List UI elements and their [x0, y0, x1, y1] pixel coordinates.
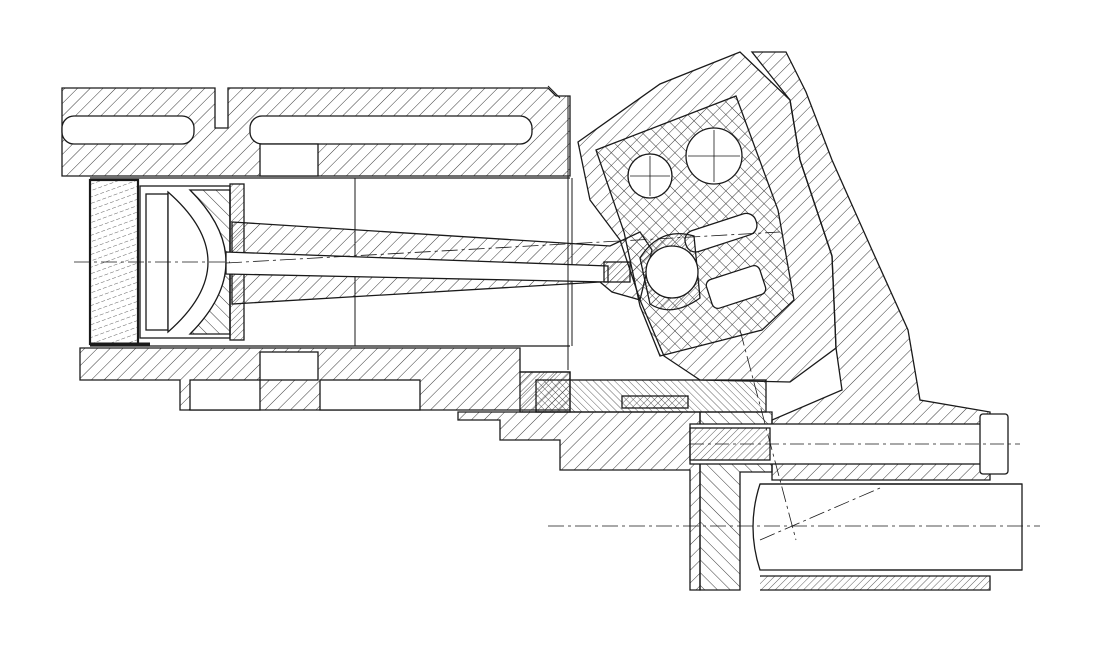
- bolt: [689, 413, 1020, 475]
- drive-shaft: [752, 483, 1023, 591]
- centerlines: [74, 231, 1040, 541]
- outer-casing-right: [750, 51, 991, 481]
- cylinder-housing-lower: [79, 347, 571, 411]
- bearing-housing: [577, 51, 837, 383]
- rod-axis: [225, 231, 781, 264]
- cylinder-housing-upper: [61, 87, 571, 177]
- connecting-rod: [225, 221, 653, 305]
- swash-axis: [759, 487, 881, 541]
- pivot-axis: [739, 329, 797, 541]
